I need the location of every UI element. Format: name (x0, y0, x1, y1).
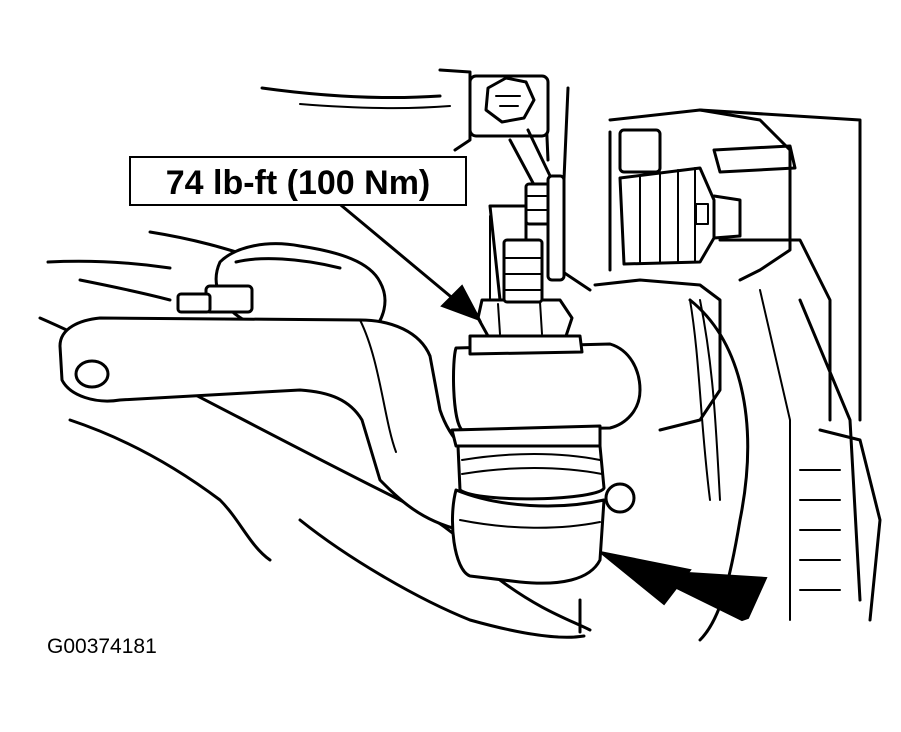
torque-callout: 74 lb-ft (100 Nm) (129, 156, 467, 206)
bracket-bolt (468, 74, 550, 138)
steering-arm (58, 316, 502, 532)
stabilizer-link (488, 128, 566, 302)
tie-rod-end (450, 238, 721, 585)
callout-leader-arrow (328, 194, 483, 322)
tie-rod-sleeve (176, 242, 387, 336)
figure-id: G00374181 (47, 635, 157, 658)
torque-callout-label: 74 lb-ft (100 Nm) (166, 164, 431, 202)
indicator-arrows (599, 551, 768, 622)
steering-knuckle (593, 108, 882, 642)
cv-joint (608, 128, 742, 272)
